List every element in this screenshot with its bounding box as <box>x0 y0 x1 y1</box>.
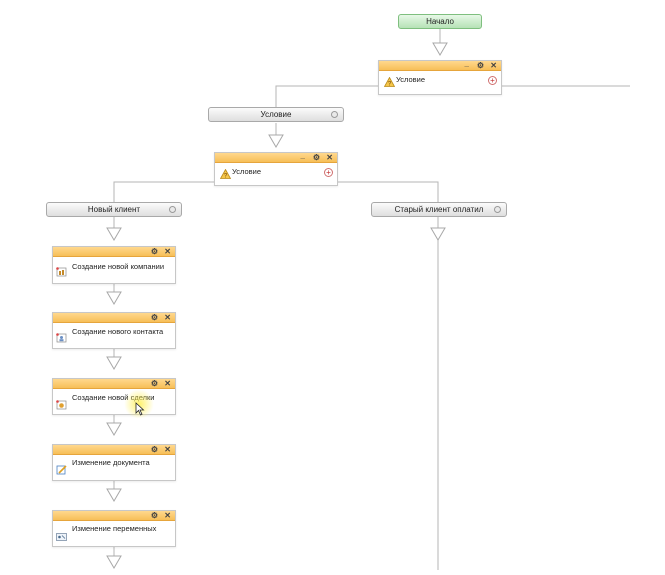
card-label: Изменение переменных <box>72 524 157 533</box>
settings-icon[interactable] <box>494 206 501 213</box>
card-label: Создание новой компании <box>72 262 165 271</box>
arrow-icon <box>432 42 448 56</box>
card-label: Создание новой сделки <box>72 393 155 402</box>
arrow-icon <box>106 291 122 305</box>
step-create-contact[interactable]: ⚙ ✕ Создание нового контакта <box>52 312 176 349</box>
minimize-icon[interactable]: _ <box>300 151 305 160</box>
condition-icon: ? <box>384 77 395 87</box>
branch-label: Старый клиент оплатил <box>394 205 484 214</box>
settings-icon[interactable]: ⚙ <box>312 153 320 162</box>
contact-icon <box>56 333 67 343</box>
card-label: Изменение документа <box>72 458 150 467</box>
add-branch-icon[interactable]: + <box>324 168 333 177</box>
svg-text:?: ? <box>388 82 392 87</box>
settings-icon[interactable]: ⚙ <box>150 247 158 256</box>
step-edit-document[interactable]: ⚙ ✕ Изменение документа <box>52 444 176 481</box>
step-edit-variables[interactable]: ⚙ ✕ Изменение переменных <box>52 510 176 547</box>
settings-icon[interactable]: ⚙ <box>150 313 158 322</box>
settings-icon[interactable]: ⚙ <box>150 379 158 388</box>
close-icon[interactable]: ✕ <box>326 153 333 162</box>
condition-icon: ? <box>220 169 231 179</box>
card-label: Условие <box>396 75 425 84</box>
card-header: ⚙ ✕ <box>53 445 175 455</box>
close-icon[interactable]: ✕ <box>164 313 171 322</box>
cursor-highlight <box>124 389 154 419</box>
card-header: ⚙ ✕ <box>53 379 175 389</box>
arrow-icon <box>268 134 284 148</box>
arrow-icon <box>106 555 122 569</box>
start-node-label: Начало <box>426 17 454 26</box>
step-create-company[interactable]: ⚙ ✕ Создание новой компании <box>52 246 176 284</box>
top-condition-card[interactable]: _ ⚙ ✕ ? Условие + <box>378 59 502 95</box>
close-icon[interactable]: ✕ <box>164 511 171 520</box>
minimize-icon[interactable]: _ <box>464 59 469 68</box>
card-header: ⚙ ✕ <box>53 313 175 323</box>
variables-icon <box>56 533 67 541</box>
settings-icon[interactable]: ⚙ <box>476 61 484 70</box>
card-header: _ ⚙ ✕ <box>215 151 337 163</box>
arrow-icon <box>430 227 446 241</box>
card-label: Создание нового контакта <box>72 327 164 336</box>
branch-condition-node[interactable]: Условие <box>208 107 344 122</box>
arrow-icon <box>106 488 122 502</box>
add-branch-icon[interactable]: + <box>488 76 497 85</box>
start-node[interactable]: Начало <box>398 14 482 29</box>
svg-text:?: ? <box>224 174 228 179</box>
step-create-deal[interactable]: ⚙ ✕ Создание новой сделки <box>52 378 176 415</box>
arrow-icon <box>106 227 122 241</box>
branch-old-client-paid[interactable]: Старый клиент оплатил <box>371 202 507 217</box>
branch-new-client[interactable]: Новый клиент <box>46 202 182 217</box>
close-icon[interactable]: ✕ <box>164 445 171 454</box>
card-header: _ ⚙ ✕ <box>379 59 501 71</box>
branch-condition-label: Условие <box>260 110 292 119</box>
card-label: Условие <box>232 167 261 176</box>
deal-icon <box>56 400 67 410</box>
close-icon[interactable]: ✕ <box>490 61 497 70</box>
settings-icon[interactable]: ⚙ <box>150 445 158 454</box>
mouse-pointer-icon <box>135 402 145 416</box>
arrow-icon <box>106 422 122 436</box>
settings-icon[interactable] <box>331 111 338 118</box>
branch-label: Новый клиент <box>87 205 141 214</box>
settings-icon[interactable]: ⚙ <box>150 511 158 520</box>
card-header: ⚙ ✕ <box>53 511 175 521</box>
arrow-icon <box>106 356 122 370</box>
settings-icon[interactable] <box>169 206 176 213</box>
inner-condition-card[interactable]: _ ⚙ ✕ ? Условие + <box>214 151 338 186</box>
close-icon[interactable]: ✕ <box>164 247 171 256</box>
card-header: ⚙ ✕ <box>53 247 175 257</box>
company-icon <box>56 267 67 277</box>
close-icon[interactable]: ✕ <box>164 379 171 388</box>
edit-document-icon <box>56 465 67 475</box>
